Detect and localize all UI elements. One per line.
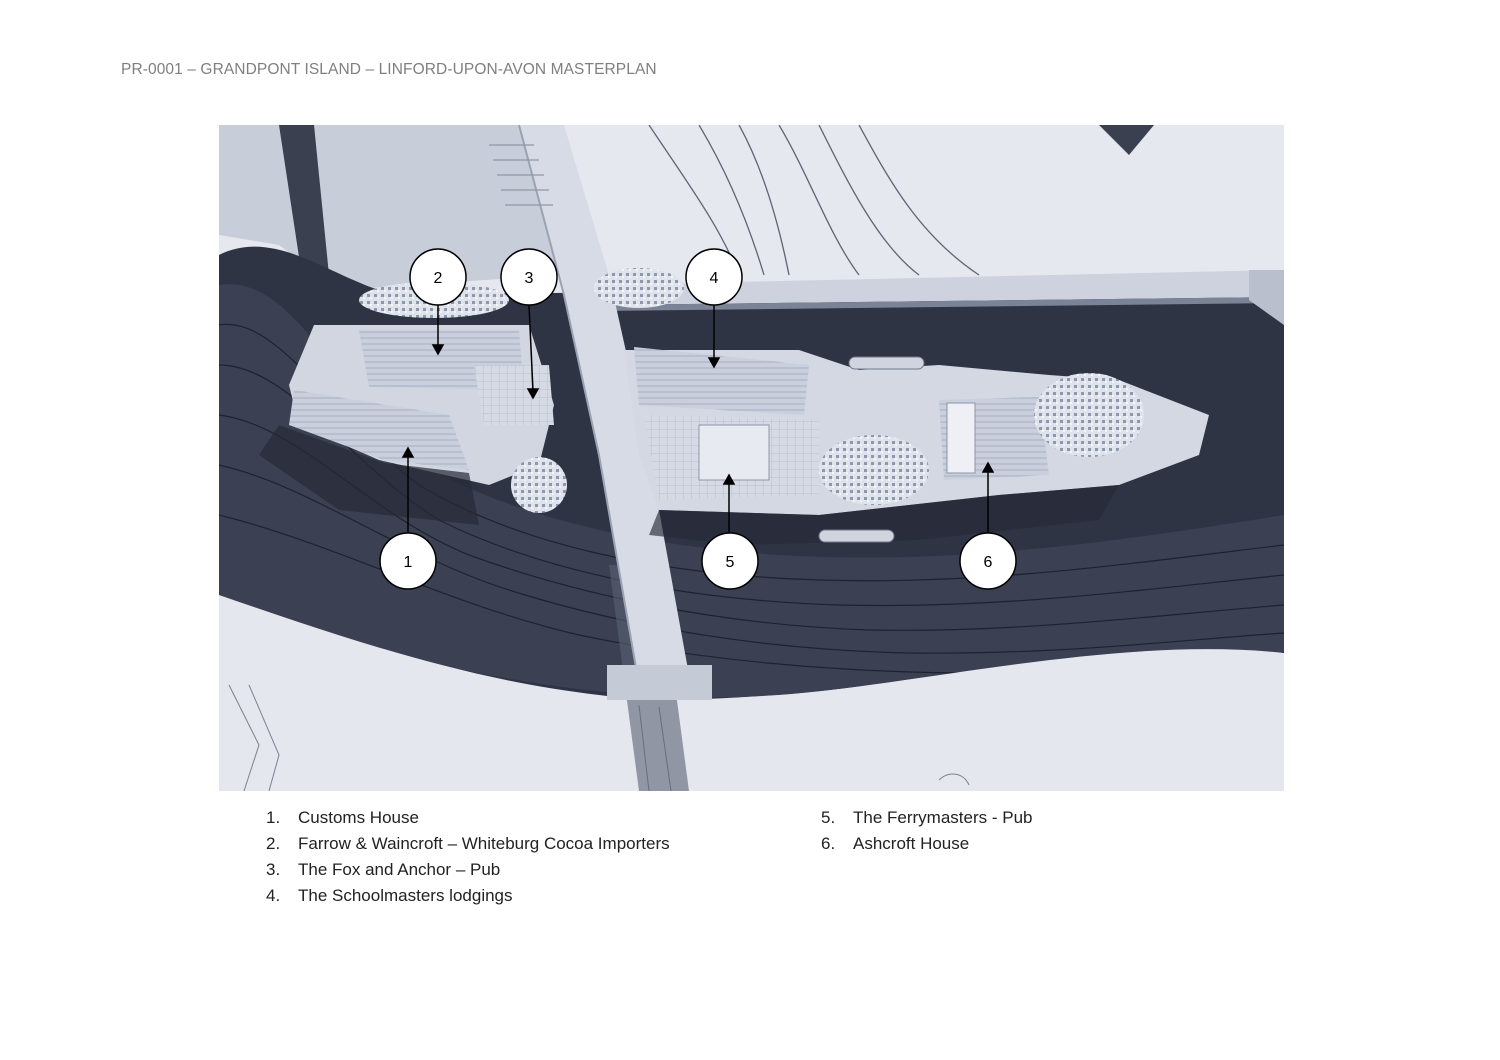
svg-text:4: 4 [710,270,719,287]
building-4-roof [634,347,809,415]
legend-label: Farrow & Waincroft – Whiteburg Cocoa Imp… [298,834,670,853]
quay-slope [1249,270,1284,325]
masterplan-render: 1 2 3 4 5 6 [219,125,1284,791]
svg-text:2: 2 [434,270,443,287]
svg-text:5: 5 [726,554,735,571]
upper-contours [648,125,980,276]
bridge-rail [518,125,640,686]
svg-text:1: 1 [404,554,413,571]
legend-number: 1. [266,808,281,827]
legend-item: 3. The Fox and Anchor – Pub [266,858,670,884]
building-3-roof [474,365,554,425]
tree-cluster [1034,373,1144,457]
quay-edge [599,297,1279,311]
legend-number: 3. [266,860,281,879]
svg-text:3: 3 [525,270,534,287]
legend-item: 2. Farrow & Waincroft – Whiteburg Cocoa I… [266,832,670,858]
tree-cluster [819,435,929,505]
page-header: PR-0001 – GRANDPONT ISLAND – LINFORD-UPO… [121,61,657,78]
island-east-shadow [649,485,1119,545]
legend-item: 5. The Ferrymasters - Pub [821,806,1033,832]
tree-cluster [594,268,684,308]
upper-left-shadow [279,125,329,290]
legend-item: 6. Ashcroft House [821,832,1033,858]
callout-marker-2: 2 [409,248,467,306]
svg-text:6: 6 [984,554,993,571]
boat [818,529,895,543]
legend-item: 4. The Schoolmasters lodgings [266,884,670,910]
legend-number: 2. [266,834,281,853]
building-1-roof [289,390,469,470]
callout-marker-3: 3 [500,248,558,306]
building-6-courtyard [946,402,976,474]
legend-label: Customs House [298,808,419,827]
legend-number: 6. [821,834,836,853]
bridge-deck [519,125,689,685]
legend-label: The Fox and Anchor – Pub [298,860,501,879]
boat [848,356,925,370]
legend-list-right: 5. The Ferrymasters - Pub 6. Ashcroft Hous… [821,806,1033,858]
legend-label: Ashcroft House [853,834,970,853]
island-west-shadow [259,425,479,525]
bridge-steps [489,144,553,206]
upper-right-shadow [1099,125,1154,155]
legend-number: 4. [266,886,281,905]
legend-number: 5. [821,808,836,827]
callout-marker-1: 1 [379,532,437,590]
quay-wall [599,270,1279,305]
building-5-courtyard [698,424,770,481]
legend-label: The Schoolmasters lodgings [298,886,513,905]
river-shelf [219,284,1284,698]
callout-arrows [401,304,995,532]
legend-list-left: 1. Customs House 2. Farrow & Waincroft – W… [266,806,670,910]
callout-marker-6: 6 [959,532,1017,590]
lower-bank [219,595,1284,791]
callout-marker-5: 5 [701,532,759,590]
legend-item: 1. Customs House [266,806,670,832]
callout-marker-4: 4 [685,248,743,306]
tree-cluster [511,457,567,513]
legend-label: The Ferrymasters - Pub [853,808,1033,827]
masterplan-map: 1 2 3 4 5 6 [219,125,1284,791]
bridge-abutment [607,665,712,700]
